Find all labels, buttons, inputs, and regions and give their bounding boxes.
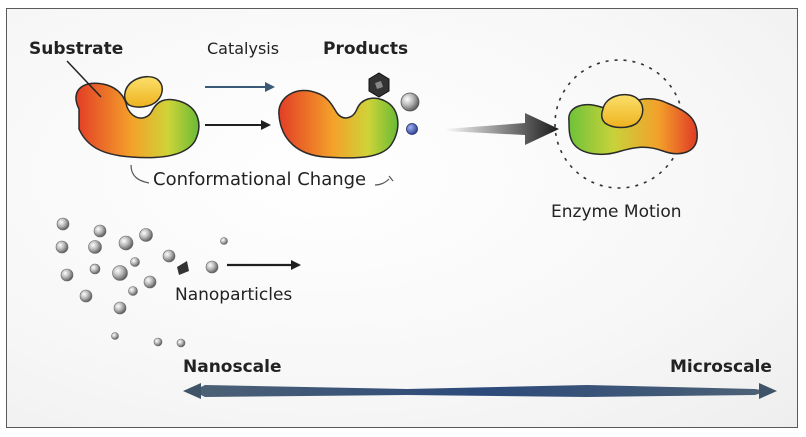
product-small-sphere-icon	[406, 123, 418, 135]
conformation-bracket-left	[130, 164, 150, 184]
nanoscale-label: Nanoscale	[183, 357, 282, 377]
enzyme-motion-label: Enzyme Motion	[551, 202, 682, 222]
substrate-icon	[123, 75, 163, 108]
bound-substrate-icon	[600, 93, 644, 129]
products-label: Products	[323, 39, 409, 59]
diagram-frame: Substrate Catalysis Products Conformatio…	[6, 8, 798, 428]
enzyme-left-icon	[75, 82, 200, 159]
diagram-canvas	[55, 59, 777, 399]
product-sphere-icon	[400, 92, 420, 112]
substrate-label: Substrate	[29, 39, 124, 59]
microscale-label: Microscale	[670, 357, 772, 377]
conformational-change-label: Conformational Change	[153, 169, 367, 190]
enzyme-motion-group	[554, 59, 698, 189]
substrate-pointer	[66, 60, 102, 98]
big-arrow	[445, 113, 559, 145]
nanoparticle-fragment-icon	[177, 261, 189, 275]
scale-arrow	[183, 383, 777, 399]
conformation-bracket-right	[374, 178, 390, 186]
catalysis-label: Catalysis	[207, 39, 280, 58]
enzyme-substrate-complex	[66, 60, 200, 159]
enzyme-products	[278, 72, 420, 159]
nanoparticles-cluster	[55, 217, 228, 348]
nanoparticles-label: Nanoparticles	[175, 285, 293, 305]
enzyme-middle-icon	[278, 89, 399, 159]
